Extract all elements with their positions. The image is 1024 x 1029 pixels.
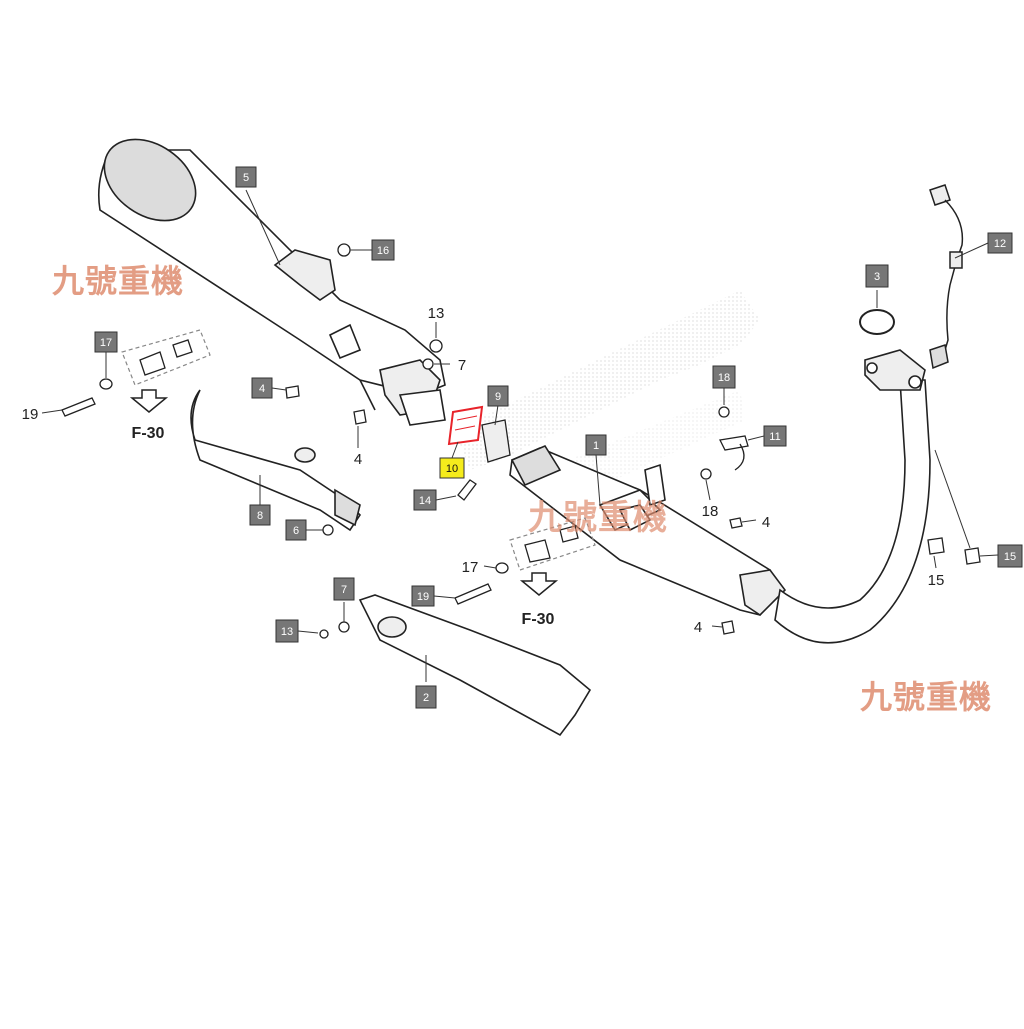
nut-6 [322,524,334,536]
svg-text:19: 19 [417,591,429,603]
washer-17b [495,562,509,574]
label-18: 18 [702,503,719,520]
bolt-18b [700,468,712,480]
svg-text:6: 6 [293,525,299,537]
left-heat-shield [190,389,362,532]
svg-text:13: 13 [281,626,293,638]
clip-4b [353,409,367,425]
ref-label-b: F-30 [522,611,555,628]
svg-text:5: 5 [243,172,249,184]
callout-13b: 13 [275,619,299,643]
callout-3: 3 [865,264,889,288]
dashed-groups [121,329,596,571]
ref-arrows [129,389,559,596]
callout-11: 11 [763,425,787,447]
nut-7b [338,621,350,633]
bolt-14 [457,479,477,501]
arrow-down-icon-a [129,389,169,413]
callout-17a: 17 [94,331,118,353]
label-15: 15 [928,572,945,589]
svg-text:10: 10 [446,463,458,475]
callout-4a: 4 [251,377,273,399]
leader-lines [41,189,999,682]
svg-text:8: 8 [257,510,263,522]
callout-16: 16 [371,239,395,261]
nut-15a [927,537,945,555]
upper-muffler [97,138,446,426]
reference-labels: F-30 F-30 [132,425,555,628]
svg-text:1: 1 [593,440,599,452]
arrow-down-icon-b [519,572,559,596]
callout-2: 2 [415,685,437,709]
watermark-c: 九號重機 [860,678,993,716]
callout-14: 14 [413,489,437,511]
clip-4a [285,385,300,399]
callout-7b: 7 [333,577,355,601]
plain-callouts: 13 7 19 4 17 18 4 15 4 [22,305,945,636]
bolt-19a [61,397,96,417]
svg-text:11: 11 [769,431,780,443]
boxed-callouts: 5 16 17 4 8 6 9 10 14 1 3 12 18 11 15 19… [94,166,1023,709]
callout-8: 8 [249,504,271,526]
svg-text:12: 12 [994,238,1006,250]
callout-15a: 15 [997,544,1023,568]
callout-5: 5 [235,166,257,188]
collar-17b [524,539,551,563]
washer-7a [422,358,434,370]
watermark-a: 九號重機 [52,262,185,300]
bolt-18a [718,406,730,418]
label-4a: 4 [354,451,362,468]
svg-text:14: 14 [419,495,431,507]
label-4b: 4 [762,514,770,531]
svg-text:4: 4 [259,383,265,395]
washer-17a [99,378,113,390]
callout-18: 18 [712,365,736,389]
fasteners [61,243,981,639]
svg-text:16: 16 [377,245,389,257]
bracket-9 [481,419,511,463]
bolt-13a [429,339,443,353]
callout-1: 1 [585,434,607,456]
label-19a: 19 [22,406,39,423]
label-4c: 4 [694,619,702,636]
svg-text:18: 18 [718,372,730,384]
callout-12: 12 [987,232,1013,254]
collar-17a [139,351,166,376]
svg-text:7: 7 [341,584,347,596]
label-7a: 7 [458,357,466,374]
center-pipe [509,349,931,644]
part-10-highlight [447,405,484,446]
clamp-11 [719,435,749,451]
ref-label-a: F-30 [132,425,165,442]
svg-text:3: 3 [874,271,880,283]
watermark-b: 九號重機 [528,498,668,538]
bolt-19b [454,583,492,605]
clip-4d [721,620,735,635]
callout-6: 6 [285,519,307,541]
bolt-13b [319,629,329,639]
svg-text:9: 9 [495,391,501,403]
svg-text:15: 15 [1004,551,1016,563]
clip-4c [729,517,743,529]
svg-text:17: 17 [100,337,112,349]
label-17: 17 [462,559,479,576]
gasket-ring [859,309,895,335]
label-13a: 13 [428,305,445,322]
callout-19b: 19 [411,585,435,607]
nut-16 [337,243,351,257]
svg-text:2: 2 [423,692,429,704]
callout-9: 9 [487,385,509,407]
oxygen-sensor [929,184,964,370]
lower-heat-shield [358,594,592,737]
callout-10: 10 [439,457,465,479]
nut-15b [964,547,981,565]
